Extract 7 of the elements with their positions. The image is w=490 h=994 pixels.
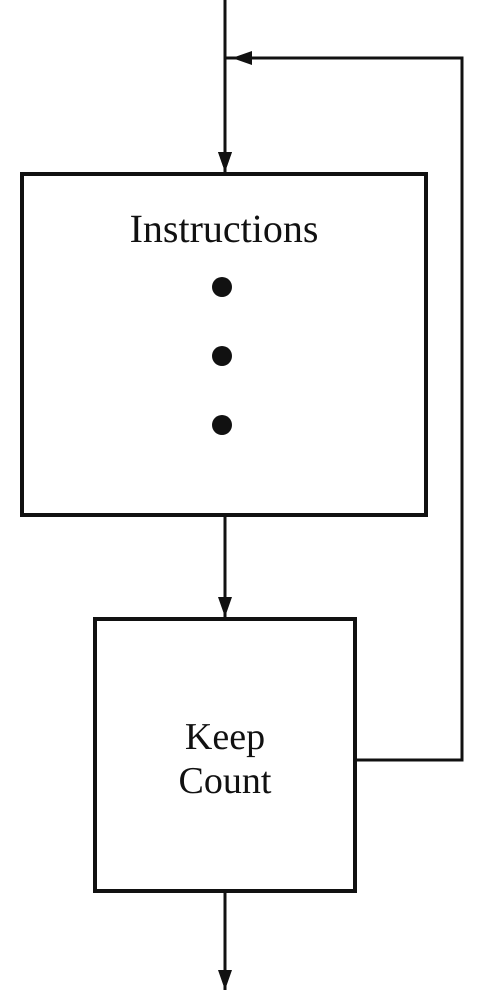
box-label: Instructions — [128, 206, 320, 252]
process-box — [20, 172, 428, 517]
box-label: Keep Count — [178, 716, 272, 804]
arrow — [218, 517, 232, 617]
process-box — [93, 617, 357, 893]
arrow — [218, 893, 232, 990]
feedback-arrow — [218, 51, 464, 762]
